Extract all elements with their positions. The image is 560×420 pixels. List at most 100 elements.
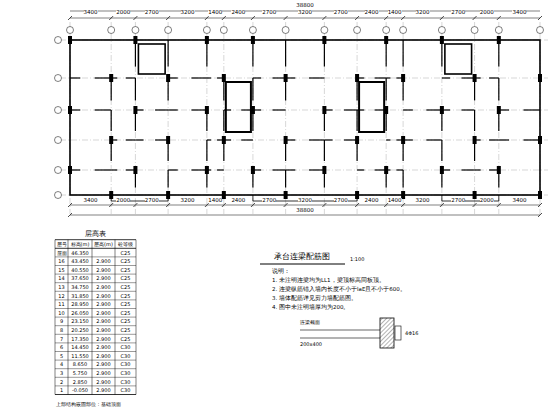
dimension-text: 2700 [262, 198, 276, 204]
dimension-text: 2700 [145, 10, 159, 16]
dimension-tick [440, 16, 444, 20]
dimension-text: 3400 [512, 10, 526, 16]
axis-bubble [354, 27, 361, 34]
dimension-tick [109, 16, 113, 20]
table-cell: 12 [58, 293, 64, 298]
dimension-text: 1400 [208, 198, 222, 204]
axis-bubble [132, 27, 139, 34]
table-cell: C30 [121, 379, 131, 384]
table-cell: 2.900 [96, 345, 110, 350]
dimension-tick [284, 16, 288, 20]
axis-bubble [55, 167, 62, 174]
dimension-text: 2700 [145, 198, 159, 204]
table-cell: 11 [58, 302, 64, 307]
dimension-tick [109, 203, 113, 207]
table-cell: C25 [121, 293, 131, 298]
dimension-tick [322, 203, 326, 207]
table-cell: C25 [121, 276, 131, 281]
axis-bubble [55, 192, 62, 199]
dimension-text: 2700 [451, 198, 465, 204]
axis-bubble [495, 27, 502, 34]
table-cell: 2.900 [96, 259, 110, 264]
axis-bubble [55, 107, 62, 114]
dimension-text: 2700 [334, 10, 348, 16]
table-cell: 2.900 [96, 310, 110, 315]
dimension-tick [440, 203, 444, 207]
table-cell: 2.900 [96, 362, 110, 367]
general-note: 3. 墙体配筋详见剪力墙配筋图。 [272, 296, 357, 302]
table-cell: 2.900 [96, 276, 110, 281]
dimension-text: 2700 [334, 198, 348, 204]
table-cell: 10 [58, 310, 64, 315]
dimension-text: 3200 [181, 198, 195, 204]
table-header: 砼等级 [118, 242, 133, 247]
table-cell: 14 [58, 276, 64, 281]
beam-section-detail [300, 318, 401, 348]
dimension-text: 3200 [181, 10, 195, 16]
table-header: 层高(m) [94, 242, 113, 247]
plan-linework [55, 11, 549, 217]
table-cell: -0.050 [72, 388, 88, 393]
dimension-text: 38800 [296, 3, 314, 9]
shear-walls [68, 36, 542, 201]
axis-line [111, 22, 112, 214]
dimension-tick [384, 203, 388, 207]
drawing-title: 承台连梁配筋图 [274, 253, 330, 261]
dimension-tick [401, 203, 405, 207]
table-cell: C25 [121, 336, 131, 341]
dimension-tick [251, 203, 255, 207]
table-cell: 40.550 [71, 267, 89, 272]
dimension-text: 2400 [365, 10, 379, 16]
axis-line [441, 22, 442, 214]
dimension-text: 3200 [416, 10, 430, 16]
axis-bubble [400, 27, 407, 34]
dimension-tick [384, 16, 388, 20]
table-note: 上部结构嵌固部位：基础顶面 [56, 402, 121, 407]
axis-line [474, 22, 475, 214]
dimension-tick [222, 203, 226, 207]
dimension-text: 1400 [208, 10, 222, 16]
general-note: 2. 连梁纵筋锚入墙内长度不小于laE且不小于600。 [272, 287, 406, 293]
axis-line [223, 22, 224, 214]
axis-line [206, 22, 207, 214]
table-header: 标高(m) [71, 242, 90, 247]
dimension-tick [205, 16, 209, 20]
table-cell: 37.650 [71, 276, 89, 281]
dimension-text: 3200 [298, 198, 312, 204]
dimension-tick [205, 203, 209, 207]
dimension-tick [538, 213, 542, 217]
general-note: 1. 未注明连梁均为LL1，梁顶标高同板顶。 [272, 278, 385, 284]
axis-line [386, 22, 387, 214]
table-cell: C25 [121, 328, 131, 333]
table-cell: C25 [121, 250, 131, 255]
axis-bubble [220, 27, 227, 34]
dimension-text: 3400 [84, 10, 98, 16]
axis-bubble [383, 27, 390, 34]
table-cell: 8 [60, 328, 63, 333]
table-cell: C25 [121, 285, 131, 290]
dimension-tick [497, 203, 501, 207]
table-cell: 26.050 [71, 310, 89, 315]
table-cell: 2.900 [96, 267, 110, 272]
detail-label: 200x400 [300, 342, 322, 347]
general-note: 4. 图中未注明墙厚均为200。 [272, 305, 350, 311]
table-cell: 31.850 [71, 293, 89, 298]
table-title: 层高表 [85, 231, 106, 238]
table-cell: C30 [121, 353, 131, 358]
axis-bubble [67, 27, 74, 34]
dimension-text: 3200 [298, 10, 312, 16]
table-cell: 2.900 [96, 371, 110, 376]
dimension-tick [222, 16, 226, 20]
table-header: 层号 [57, 242, 67, 247]
axis-bubble [55, 137, 62, 144]
dimension-text: 1400 [388, 198, 402, 204]
table-cell: 2.900 [96, 302, 110, 307]
dimension-tick [133, 203, 137, 207]
dimension-tick [355, 16, 359, 20]
table-cell: 6 [60, 345, 63, 350]
dimension-tick [68, 203, 72, 207]
table-cell: C25 [121, 259, 131, 264]
axis-line [285, 22, 286, 214]
table-cell: C30 [121, 362, 131, 367]
axis-line [498, 22, 499, 214]
